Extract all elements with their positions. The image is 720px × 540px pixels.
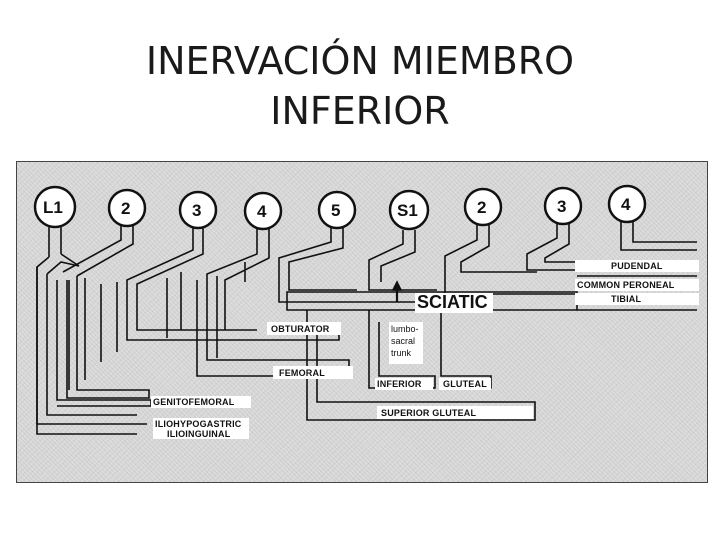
- root-s3-icon: [543, 186, 583, 226]
- common-peroneal-label: COMMON PERONEAL: [577, 280, 675, 290]
- lumbosacral-label-1: lumbo-: [391, 324, 419, 334]
- root-label: 3: [557, 197, 566, 216]
- nerve-plexus-diagram: L1 2 3 4 5 S1 2 3 4 PUDENDAL CO: [16, 161, 708, 483]
- root-bulbs: [33, 184, 647, 231]
- root-label: S1: [397, 201, 418, 220]
- lumbosacral-label-3: trunk: [391, 348, 412, 358]
- ilioinguinal-label: ILIOINGUINAL: [167, 429, 231, 439]
- nerve-paths: [36, 222, 697, 435]
- label-backgrounds: [151, 260, 699, 439]
- root-label: 3: [192, 201, 201, 220]
- femoral-label: FEMORAL: [279, 368, 325, 378]
- plexus-svg: L1 2 3 4 5 S1 2 3 4 PUDENDAL CO: [33, 184, 699, 439]
- root-labels: L1 2 3 4 5 S1 2 3 4: [43, 195, 631, 221]
- root-label: 4: [257, 202, 267, 221]
- lumbosacral-label-2: sacral: [391, 336, 415, 346]
- tibial-label: TIBIAL: [611, 294, 641, 304]
- root-l2-icon: [107, 188, 147, 228]
- sciatic-label: SCIATIC: [417, 292, 488, 312]
- root-s4-icon: [607, 184, 647, 224]
- root-label: 5: [331, 201, 340, 220]
- root-s2-icon: [463, 187, 503, 227]
- root-label: 2: [477, 198, 486, 217]
- root-l5-icon: [317, 190, 357, 230]
- root-l4-icon: [243, 191, 283, 231]
- root-label: 4: [621, 195, 631, 214]
- root-l3-icon: [178, 190, 218, 230]
- page-title: INERVACIÓN MIEMBRO INFERIOR: [0, 36, 720, 136]
- genitofemoral-label: GENITOFEMORAL: [153, 397, 235, 407]
- iliohypogastric-label: ILIOHYPOGASTRIC: [155, 419, 242, 429]
- pudendal-label: PUDENDAL: [611, 261, 663, 271]
- title-line-1: INERVACIÓN MIEMBRO: [145, 39, 575, 83]
- inferior-label: INFERIOR: [377, 379, 422, 389]
- title-line-2: INFERIOR: [270, 89, 450, 133]
- root-s1-icon: [388, 189, 430, 231]
- root-label: 2: [121, 199, 130, 218]
- root-l1-icon: [33, 185, 77, 229]
- root-label: L1: [43, 198, 63, 217]
- gluteal-label: GLUTEAL: [443, 379, 487, 389]
- obturator-label: OBTURATOR: [271, 324, 330, 334]
- superior-gluteal-label: SUPERIOR GLUTEAL: [381, 408, 477, 418]
